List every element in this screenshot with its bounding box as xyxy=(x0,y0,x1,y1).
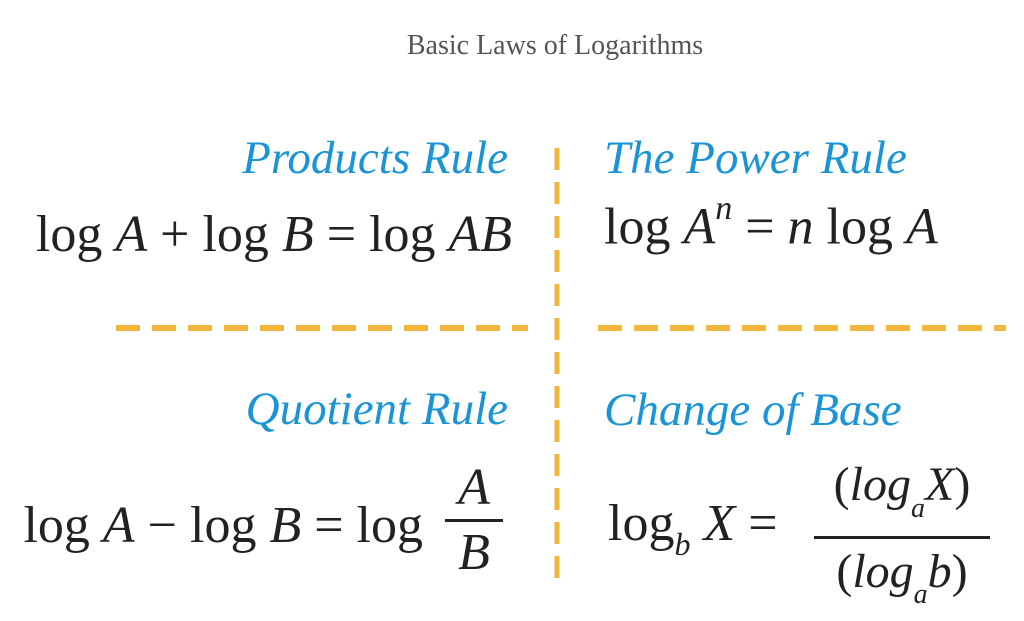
log-text: log xyxy=(35,206,103,263)
change-of-base-fraction: (logaX) (logab) xyxy=(814,456,990,618)
log-text: log xyxy=(604,198,671,256)
var-a: A xyxy=(906,198,938,256)
equals-sign: = xyxy=(314,497,344,554)
quotient-rule-heading: Quotient Rule xyxy=(245,383,508,435)
base-b: b xyxy=(674,526,691,563)
base-a: a xyxy=(913,579,928,611)
open-paren: ( xyxy=(833,458,850,511)
var-b: B xyxy=(281,206,314,263)
var-ab: AB xyxy=(448,206,512,263)
plus-sign: + xyxy=(160,206,190,263)
var-x: X xyxy=(703,495,736,552)
var-n: n xyxy=(787,198,814,256)
power-rule-heading: The Power Rule xyxy=(604,132,907,184)
fraction-bar xyxy=(445,519,503,522)
page-title: Basic Laws of Logarithms xyxy=(406,30,704,61)
log-text: log xyxy=(826,198,893,256)
fraction-numerator: (logaX) xyxy=(814,456,990,532)
base-a: a xyxy=(911,492,925,524)
log-text: log xyxy=(202,206,269,263)
change-of-base-formula: logb X = xyxy=(608,494,778,563)
log-text: log xyxy=(852,544,914,598)
close-paren: ) xyxy=(954,458,971,511)
var-b: b xyxy=(927,544,952,598)
fraction-numerator: A xyxy=(458,459,490,516)
equals-sign: = xyxy=(745,198,775,256)
open-paren: ( xyxy=(836,544,853,598)
var-a: A xyxy=(115,206,148,263)
log-text: log xyxy=(849,458,911,511)
log-text: log xyxy=(608,495,675,552)
products-rule-formula: log A + log B = log AB xyxy=(36,205,512,264)
power-rule-formula: log An = n log A xyxy=(604,190,938,256)
var-x: X xyxy=(925,458,955,511)
minus-sign: − xyxy=(147,497,177,554)
quotient-fraction: A B xyxy=(445,459,503,582)
log-text: log xyxy=(356,497,423,554)
var-a: A xyxy=(102,497,135,554)
log-text: log xyxy=(190,497,257,554)
var-b: B xyxy=(269,497,302,554)
equals-sign: = xyxy=(748,495,778,552)
log-text: log xyxy=(23,497,90,554)
fraction-denominator: B xyxy=(458,524,490,581)
var-a: A xyxy=(683,198,716,256)
fraction-bar xyxy=(814,535,990,539)
log-text: log xyxy=(369,206,436,263)
exponent-n: n xyxy=(715,190,733,227)
fraction-denominator: (logab) xyxy=(814,543,990,619)
change-of-base-heading: Change of Base xyxy=(604,384,902,436)
close-paren: ) xyxy=(951,544,968,598)
quotient-rule-formula: log A − log B = log xyxy=(23,496,498,555)
equals-sign: = xyxy=(326,206,357,263)
products-rule-heading: Products Rule xyxy=(242,132,508,184)
